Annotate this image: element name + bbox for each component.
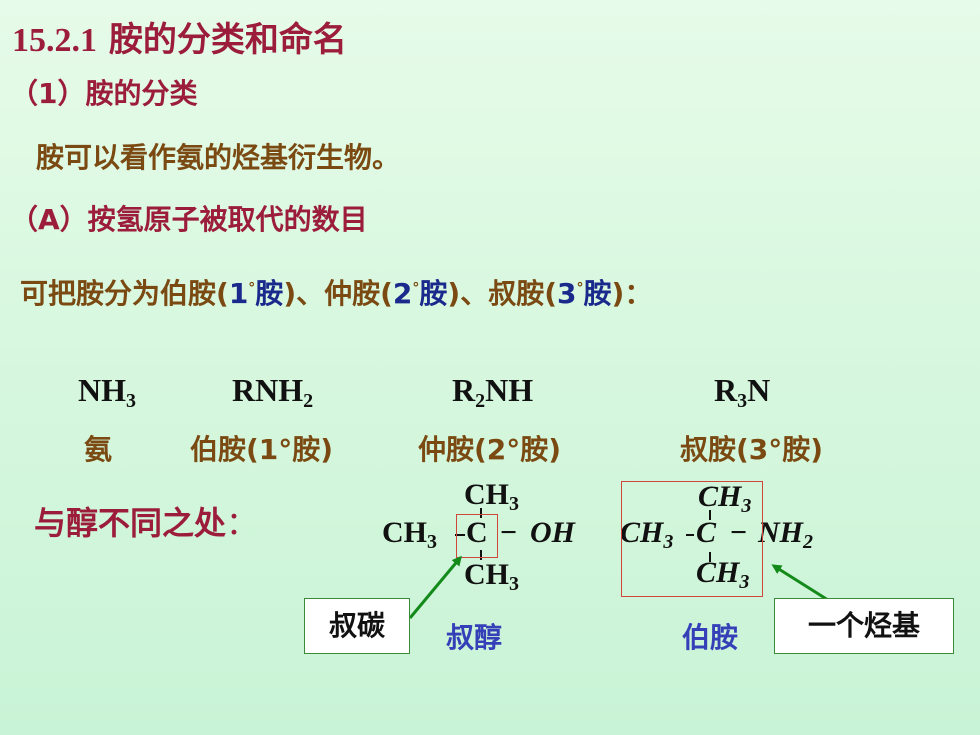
formula-rnh2-sub: 2 [303, 390, 314, 412]
definition-text: 胺可以看作氨的烃基衍生物。 [36, 141, 401, 174]
formula-r2nh-post: NH [485, 372, 534, 408]
formula-rnh2: RNH2 [232, 372, 313, 413]
classify-part-3: )、叔胺( [447, 277, 558, 310]
formula-nh3-main: NH [78, 372, 126, 408]
degree-sign-2: ° [412, 280, 420, 297]
classify-part-4: )： [611, 277, 653, 310]
alcohol-top-ch: CH [464, 478, 509, 511]
name-tertiary: 叔胺(3°胺) [680, 433, 824, 466]
amine-1: 胺 [255, 277, 284, 310]
difference-colon: ： [226, 504, 259, 542]
amine-top-ch3: CH3 [698, 480, 752, 517]
amine-bottom-ch: CH [696, 556, 740, 589]
amine-bottom-ch3: CH3 [696, 556, 750, 593]
amine-center-c: C [696, 516, 717, 549]
amine-left-sub: 3 [663, 531, 674, 553]
amine-2: 胺 [419, 277, 448, 310]
degree-1: 1 [228, 277, 249, 310]
amine-nh-sub: 2 [803, 531, 813, 553]
alcohol-bottom-ch3: CH3 [464, 558, 519, 595]
label-one-alkyl-group: 一个烃基 [774, 598, 954, 654]
arrow-to-tertiary-carbon [408, 555, 462, 619]
name-primary: 伯胺(1°胺) [190, 433, 334, 466]
degree-sign-1: ° [248, 280, 256, 297]
formula-r3n-sub: 3 [737, 390, 748, 412]
alcohol-bond-top [480, 508, 482, 518]
label-tertiary-carbon: 叔碳 [304, 598, 410, 654]
alcohol-left-ch: CH [382, 516, 427, 549]
label-primary-amine: 伯胺 [682, 621, 739, 654]
formula-r3n: R3N [714, 372, 770, 413]
amine-bottom-sub: 3 [739, 571, 750, 593]
amine-left-ch3: CH3 [620, 516, 674, 553]
page-title: 15.2.1 胺的分类和命名 [12, 12, 347, 61]
alkyl-group-highlight [621, 481, 763, 597]
amine-top-ch: CH [698, 480, 742, 513]
alcohol-top-ch3: CH3 [464, 478, 519, 515]
amine-dash: − [730, 516, 748, 549]
title-number: 15.2.1 [12, 22, 97, 59]
alcohol-dash: − [500, 516, 518, 549]
amine-top-sub: 3 [741, 495, 752, 517]
amine-3: 胺 [583, 277, 612, 310]
formula-rnh2-main: RNH [232, 372, 304, 408]
name-secondary: 仲胺(2°胺) [418, 433, 562, 466]
amine-bond-bottom [709, 552, 711, 562]
arrow-to-alkyl-group [771, 564, 829, 602]
alcohol-bond-left [455, 534, 465, 536]
classification-line: 可把胺分为伯胺(1°胺)、仲胺(2°胺)、叔胺(3°胺)： [20, 272, 652, 312]
formula-r2nh-sub: 2 [475, 390, 486, 412]
tertiary-carbon-highlight [456, 514, 498, 558]
alcohol-left-sub: 3 [427, 531, 437, 553]
amine-nh2: NH2 [758, 516, 813, 553]
amine-left-ch: CH [620, 516, 664, 549]
classify-part-2: )、仲胺( [283, 277, 393, 310]
alcohol-left-ch3: CH3 [382, 516, 437, 553]
classify-part-1: 可把胺分为伯胺( [20, 277, 229, 310]
formula-nh3-sub: 3 [126, 390, 136, 412]
difference-heading: 与醇不同之处： [34, 498, 258, 544]
formula-r3n-post: N [747, 372, 771, 408]
alcohol-oh: OH [530, 516, 575, 549]
amine-nh: NH [758, 516, 803, 549]
formula-r2nh-pre: R [452, 372, 476, 408]
name-ammonia: 氨 [84, 433, 113, 466]
section-heading-1: （1）胺的分类 [10, 77, 198, 110]
formula-nh3: NH3 [78, 372, 136, 413]
difference-text: 与醇不同之处 [34, 504, 227, 542]
alcohol-top-sub: 3 [509, 493, 519, 515]
amine-bond-left [686, 534, 694, 536]
title-text: 胺的分类和命名 [108, 20, 347, 60]
label-tertiary-alcohol: 叔醇 [446, 621, 503, 654]
alcohol-bottom-sub: 3 [509, 573, 519, 595]
alcohol-bond-bottom [480, 550, 482, 560]
section-heading-a: （A）按氢原子被取代的数目 [10, 203, 368, 236]
formula-r2nh: R2NH [452, 372, 533, 413]
degree-sign-3: ° [576, 280, 584, 297]
degree-3: 3 [557, 277, 577, 310]
alcohol-bottom-ch: CH [464, 558, 509, 591]
amine-bond-top [709, 510, 711, 520]
formula-r3n-pre: R [714, 372, 738, 408]
alcohol-center-c: C [466, 516, 488, 549]
degree-2: 2 [392, 277, 413, 310]
